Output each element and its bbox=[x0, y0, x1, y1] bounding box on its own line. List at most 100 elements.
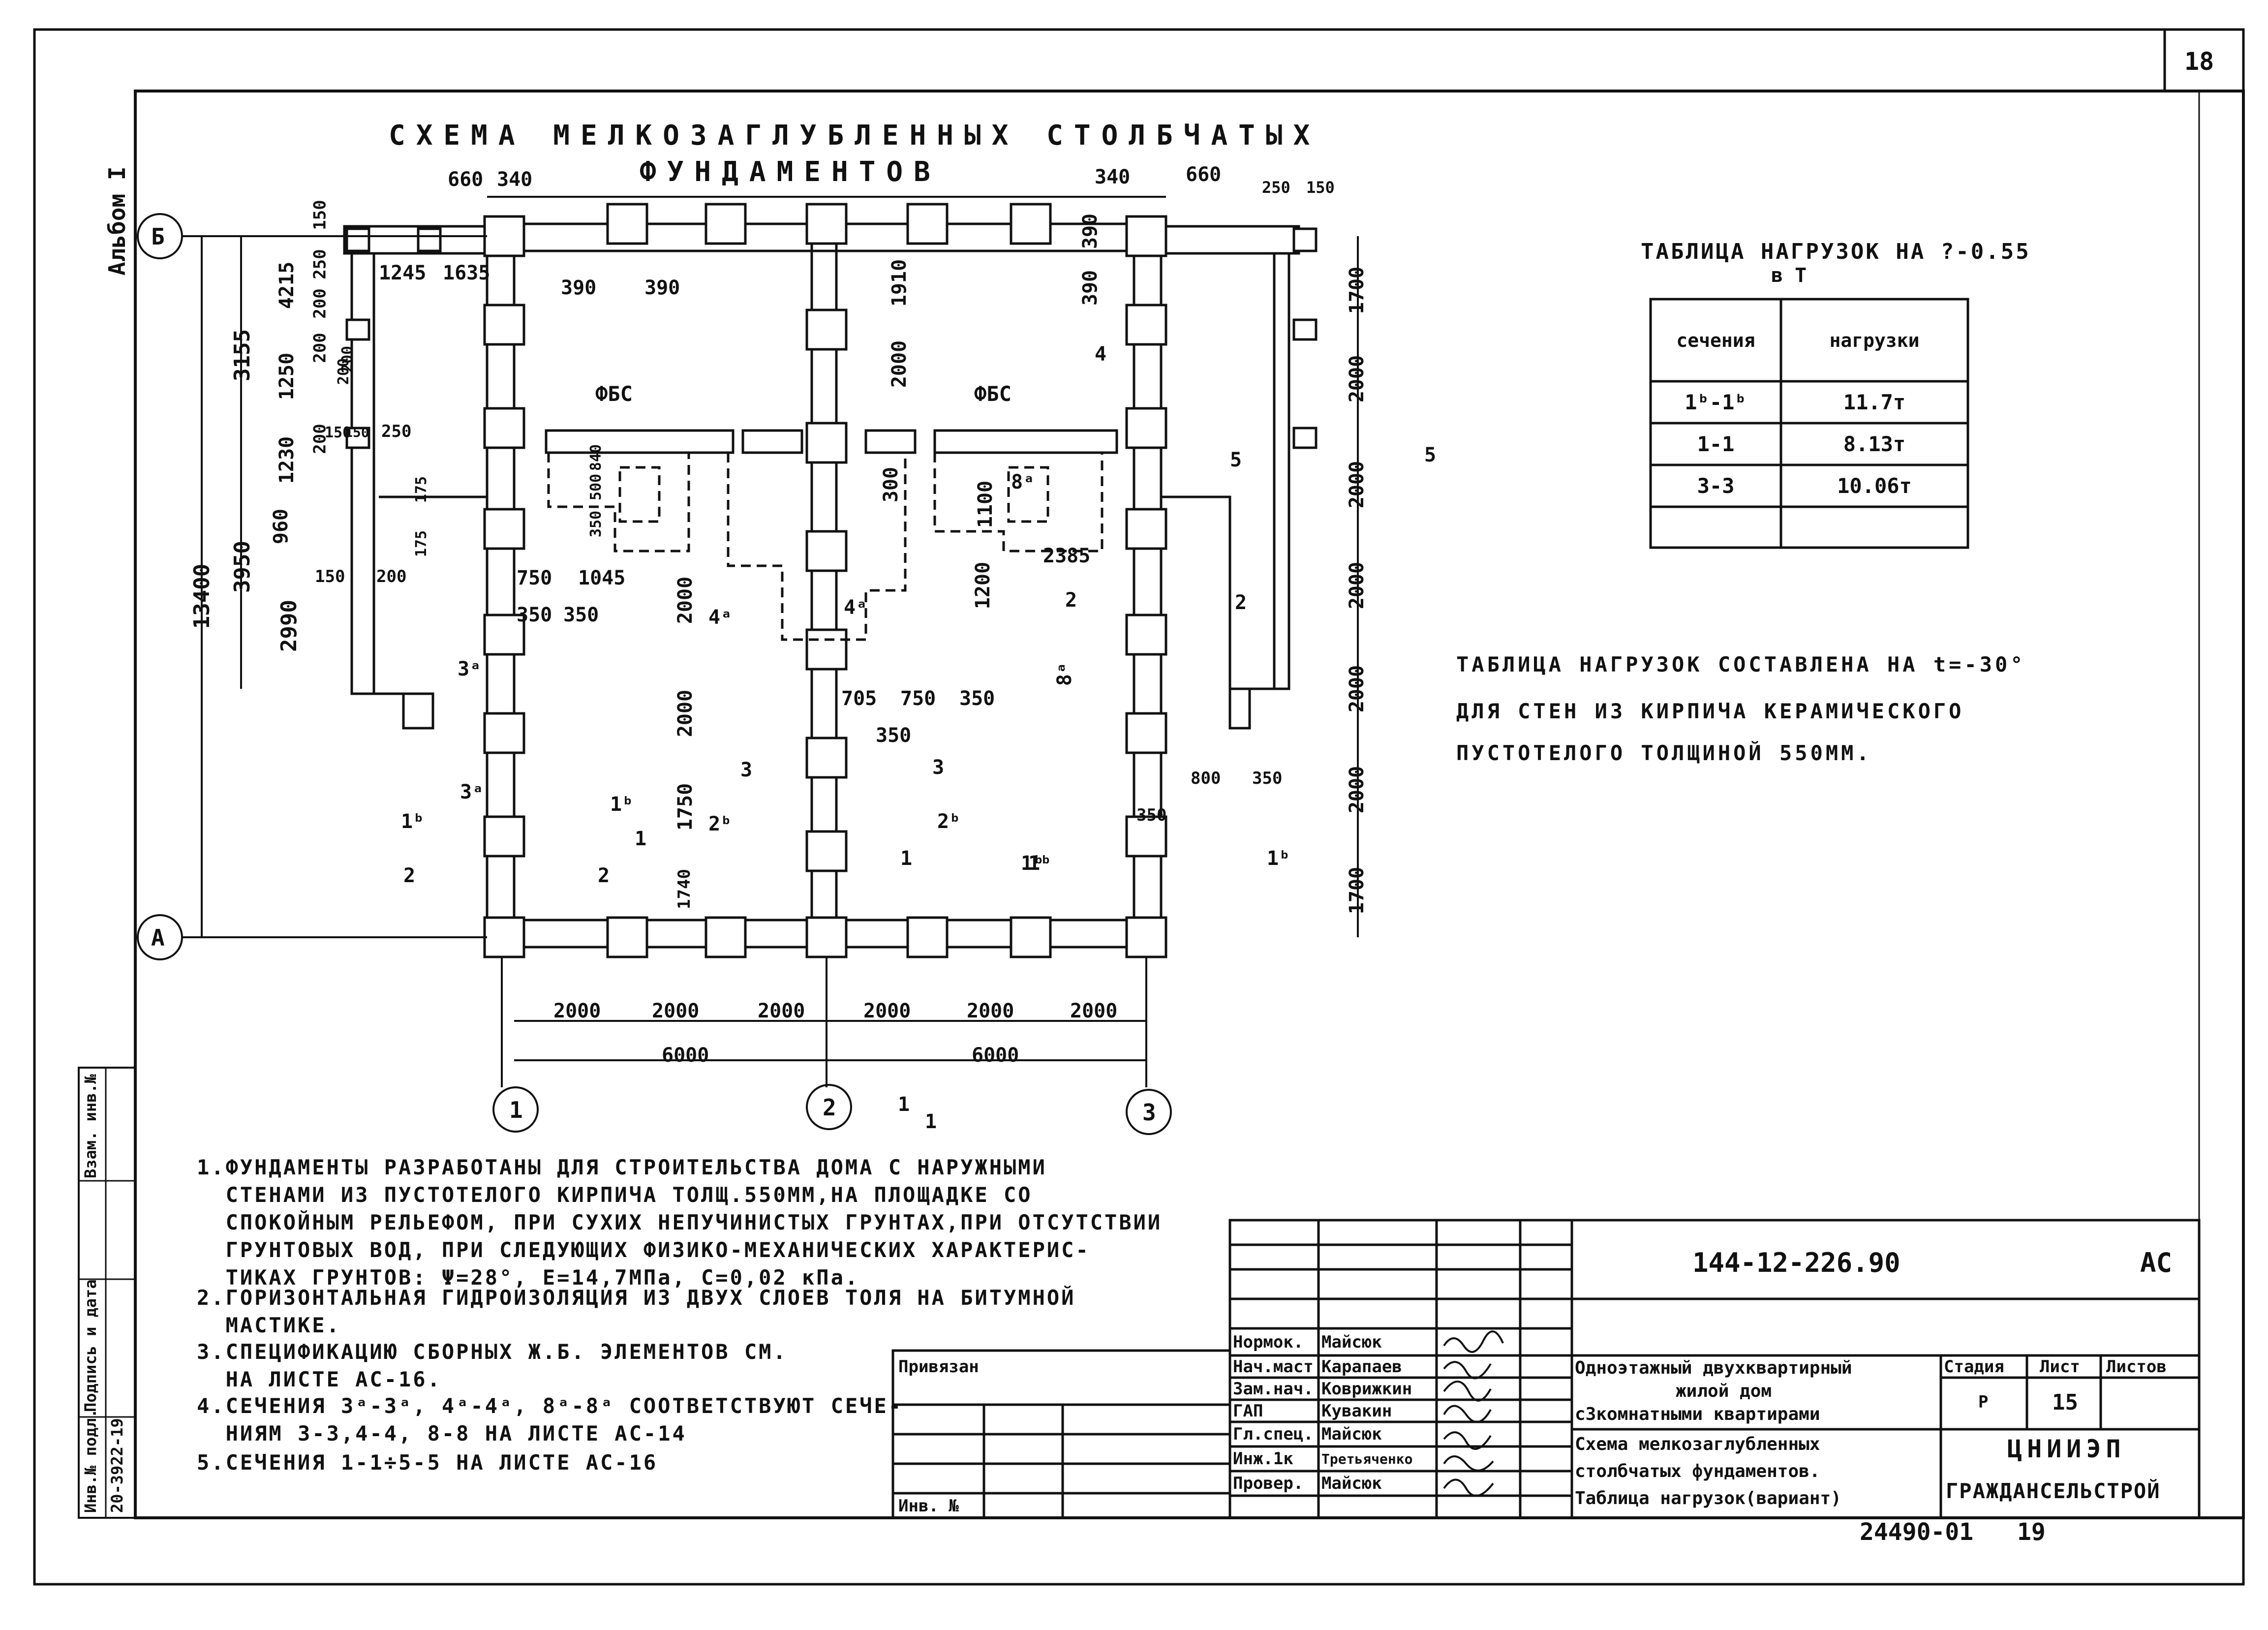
section-mark: 3 bbox=[740, 759, 753, 781]
stamp-stage-label: Стадия bbox=[1944, 1356, 2004, 1377]
stamp-drawing-line: столбчатых фундаментов. bbox=[1575, 1461, 1820, 1481]
inner-dim: 250 bbox=[381, 422, 412, 441]
load-table-cell: 1ᵇ-1ᵇ bbox=[1685, 390, 1747, 414]
load-table-title: ТАБЛИЦА НАГРУЗОК НА ?-0.55 bbox=[1641, 239, 2031, 264]
section-mark: 8ᵃ bbox=[1011, 471, 1035, 493]
inner-dim: 1245 bbox=[379, 262, 427, 284]
load-table-subtitle: в Т bbox=[1771, 264, 1807, 287]
section-mark: 2 bbox=[1065, 589, 1077, 612]
stamp-drawing-line: Схема мелкозаглубленных bbox=[1575, 1434, 1820, 1454]
section-mark: 1ᵇ bbox=[401, 810, 425, 833]
section-mark: 1 bbox=[898, 1093, 910, 1116]
section-mark: 4 bbox=[1095, 343, 1107, 366]
stamp-name: Майсюк bbox=[1321, 1424, 1382, 1444]
bottom-dim: 2000 bbox=[967, 1000, 1014, 1022]
section-mark: 4ᵃ bbox=[844, 596, 868, 619]
inner-dim: 350 bbox=[876, 724, 912, 747]
stamp-sheets-label: Листов bbox=[2106, 1356, 2167, 1377]
section-mark: 2 bbox=[403, 864, 416, 887]
inner-dim: 2385 bbox=[1043, 545, 1091, 567]
stamp-privyazan: Привязан bbox=[898, 1356, 979, 1377]
footer-code: 24490-01 bbox=[1860, 1518, 1974, 1546]
fbs-label: ФБС bbox=[595, 382, 633, 406]
bottom-total: 6000 bbox=[662, 1044, 709, 1067]
stamp-name: Майсюк bbox=[1321, 1332, 1382, 1352]
left-dim: 150 bbox=[344, 424, 369, 440]
axis-col-2: 2 bbox=[823, 1094, 836, 1121]
top-dim: 340 bbox=[497, 168, 533, 191]
load-table-header-load: нагрузки bbox=[1829, 329, 1920, 351]
load-table-cell: 11.7т bbox=[1843, 390, 1906, 414]
stamp-role: Нач.маст bbox=[1233, 1356, 1314, 1377]
sheet-title-line1: СХЕМА МЕЛКОЗАГЛУБЛЕННЫХ СТОЛБЧАТЫХ bbox=[389, 120, 1321, 152]
stamp-org2: ГРАЖДАНСЕЛЬСТРОЙ bbox=[1946, 1479, 2161, 1503]
stamp-drawing-line: Таблица нагрузок(вариант) bbox=[1575, 1488, 1841, 1508]
stamp-project-line: с3комнатными квартирами bbox=[1575, 1404, 1820, 1424]
top-dim: 150 bbox=[1306, 178, 1335, 197]
note-5: 5.СЕЧЕНИЯ 1-1÷5-5 НА ЛИСТЕ АС-16 bbox=[197, 1450, 658, 1475]
section-mark: 2 bbox=[598, 864, 610, 887]
load-note-line: ТАБЛИЦА НАГРУЗОК СОСТАВЛЕНА НА t=-30° bbox=[1456, 652, 2026, 677]
inner-dim: 1045 bbox=[578, 567, 626, 589]
top-dim: 660 bbox=[448, 168, 484, 191]
inner-dim: 350 bbox=[517, 604, 552, 626]
section-mark: 1 bbox=[635, 828, 647, 850]
stamp-stage: Р bbox=[1978, 1392, 1989, 1412]
stamp-name: Майсюк bbox=[1321, 1474, 1382, 1493]
inner-dim: 390 bbox=[561, 277, 597, 299]
inner-dim: 750 bbox=[517, 567, 552, 589]
inner-dim: 150 bbox=[325, 424, 352, 441]
section-mark: 1ᵇ bbox=[1267, 847, 1291, 870]
inner-dim: 750 bbox=[900, 687, 936, 710]
load-note-line: ДЛЯ СТЕН ИЗ КИРПИЧА КЕРАМИЧЕСКОГО bbox=[1456, 699, 1964, 723]
stamp-name: Карапаев bbox=[1321, 1356, 1402, 1377]
top-dim: 250 bbox=[1262, 178, 1290, 197]
section-mark: 1 bbox=[900, 847, 913, 870]
bottom-dim: 2000 bbox=[652, 1000, 700, 1022]
section-mark: 1ᵇ bbox=[1028, 852, 1052, 875]
fbs-label: ФБС bbox=[974, 382, 1011, 406]
note-1: 1.ФУНДАМЕНТЫ РАЗРАБОТАНЫ ДЛЯ СТРОИТЕЛЬСТ… bbox=[197, 1155, 1163, 1290]
inner-dim: 350 bbox=[1252, 769, 1283, 788]
left-dim: 150 bbox=[315, 567, 345, 586]
stamp-name: Третьяченко bbox=[1321, 1450, 1413, 1467]
stamp-sheet: 15 bbox=[2052, 1389, 2078, 1415]
inner-dim: 350 bbox=[959, 687, 995, 710]
stamp-role: Гл.спец. bbox=[1233, 1424, 1314, 1444]
section-mark: 5 bbox=[1424, 444, 1437, 466]
sheet-title-line2: ФУНДАМЕНТОВ bbox=[640, 156, 941, 188]
section-mark: 2ᵇ bbox=[937, 810, 961, 833]
section-mark: 1ᵇ bbox=[1021, 852, 1045, 875]
stamp-project-line: Одноэтажный двухквартирный bbox=[1575, 1357, 1852, 1378]
axis-col-3: 3 bbox=[1142, 1099, 1156, 1126]
stamp-role: Нормок. bbox=[1233, 1332, 1304, 1352]
stamp-role: Провер. bbox=[1233, 1474, 1304, 1493]
left-dim: 200 bbox=[376, 567, 407, 586]
stamp-inv: Инв. № bbox=[898, 1496, 959, 1516]
axis-row-b: Б bbox=[151, 223, 165, 250]
load-table-cell: 1-1 bbox=[1697, 432, 1735, 456]
load-table-cell: 8.13т bbox=[1843, 432, 1906, 456]
axis-row-a: А bbox=[151, 924, 165, 951]
stamp-role: ГАП bbox=[1233, 1401, 1263, 1421]
stamp-role: Зам.нач. bbox=[1233, 1379, 1314, 1399]
sheet-number: 18 bbox=[2184, 47, 2214, 76]
top-dim: 660 bbox=[1186, 163, 1222, 186]
stamp-code: 144-12-226.90 bbox=[1692, 1247, 1900, 1278]
load-table-cell: 10.06т bbox=[1837, 474, 1912, 498]
note-4: 4.СЕЧЕНИЯ 3ᵃ-3ᵃ, 4ᵃ-4ᵃ, 8ᵃ-8ᵃ СООТВЕТСТВ… bbox=[197, 1394, 903, 1445]
stamp-sheet-label: Лист bbox=[2040, 1356, 2080, 1377]
stamp-org1: ЦНИИЭП bbox=[2007, 1435, 2126, 1463]
bottom-dim: 2000 bbox=[863, 1000, 911, 1022]
section-mark: 2ᵇ bbox=[708, 813, 733, 835]
stamp-project-line: жилой дом bbox=[1676, 1381, 1772, 1401]
load-note-line: ПУСТОТЕЛОГО ТОЛЩИНОЙ 550ММ. bbox=[1456, 741, 1872, 765]
load-table-header-section: сечения bbox=[1676, 329, 1755, 351]
inner-dim: 350 bbox=[563, 604, 599, 626]
bottom-dim: 2000 bbox=[1070, 1000, 1118, 1022]
section-mark: 3ᵃ bbox=[460, 781, 484, 803]
bottom-dim: 2000 bbox=[553, 1000, 601, 1022]
